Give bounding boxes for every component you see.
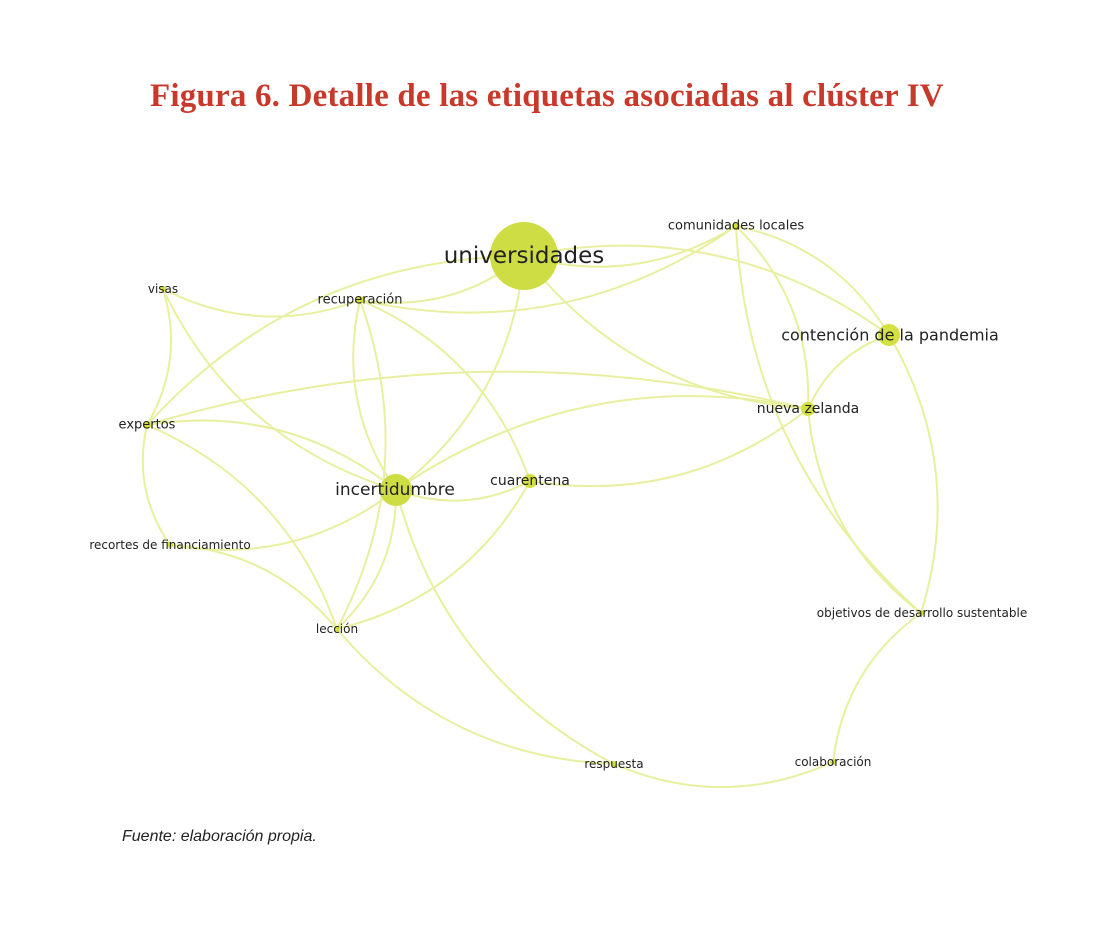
edge-nueva-zelanda-objetivos (807, 408, 922, 614)
source-note: Fuente: elaboración propia. (122, 828, 317, 845)
edge-cuarentena-nueva-zelanda (529, 408, 809, 488)
node-label-cuarentena: cuarentena (490, 473, 570, 489)
node-objetivos (918, 610, 924, 616)
node-incertidumbre (380, 474, 412, 506)
node-recuperacion (356, 296, 364, 304)
edge-expertos-leccion (146, 424, 338, 630)
edge-visas-incertidumbre (162, 288, 397, 491)
edge-nueva-zelanda-contencion (807, 334, 890, 410)
node-label-leccion: lección (316, 622, 358, 636)
network-nodes (143, 222, 924, 767)
edge-recuperacion-incertidumbre (352, 299, 397, 491)
node-label-objetivos: objetivos de desarrollo sustentable (817, 606, 1027, 620)
node-label-comunidades-locales: comunidades locales (668, 219, 805, 234)
edge-incertidumbre-nueva-zelanda (395, 395, 809, 491)
edge-recortes-leccion (169, 544, 338, 630)
edge-expertos-recortes (141, 424, 171, 546)
node-label-respuesta: respuesta (584, 757, 643, 771)
node-comunidades-locales (732, 222, 740, 230)
node-contencion (878, 324, 900, 346)
edge-recuperacion-leccion (336, 299, 387, 630)
edge-incertidumbre-respuesta (395, 489, 615, 765)
node-nueva-zelanda (801, 402, 815, 416)
network-edges (141, 225, 939, 789)
edge-universidades-nueva-zelanda (523, 255, 809, 410)
edge-comunidades-locales-objetivos (735, 225, 922, 614)
node-label-contencion: contención de la pandemia (781, 326, 999, 345)
edge-nueva-zelanda-comunidades-locales (735, 225, 810, 410)
edge-comunidades-locales-contencion (735, 225, 890, 336)
node-label-incertidumbre: incertidumbre (335, 480, 455, 500)
edge-visas-recuperacion (162, 288, 361, 318)
edge-visas-expertos (146, 288, 173, 426)
node-label-nueva-zelanda: nueva zelanda (757, 401, 859, 417)
edge-recuperacion-comunidades-locales (359, 225, 737, 314)
edge-leccion-respuesta (336, 628, 615, 765)
node-universidades (490, 222, 558, 290)
node-label-universidades: universidades (444, 243, 605, 269)
node-label-expertos: expertos (119, 418, 176, 433)
node-label-colaboracion: colaboración (795, 755, 872, 769)
node-visas (160, 286, 166, 292)
node-label-recuperacion: recuperación (318, 293, 403, 308)
edge-universidades-incertidumbre (395, 255, 525, 491)
edge-universidades-contencion (523, 244, 890, 336)
edge-incertidumbre-leccion (336, 489, 398, 630)
network-labels: universidades comunidades locales visas rec… (89, 219, 1027, 772)
figure-title: Figura 6. Detalle de las etiquetas asoci… (150, 78, 944, 114)
node-recortes (167, 542, 173, 548)
edge-expertos-incertidumbre (146, 419, 397, 491)
node-expertos (143, 421, 151, 429)
edge-universidades-expertos (146, 255, 525, 426)
node-label-visas: visas (148, 282, 178, 296)
edge-expertos-nueva-zelanda (146, 370, 809, 426)
edge-colaboracion-respuesta (613, 761, 834, 789)
node-leccion (334, 626, 340, 632)
edge-cuarentena-leccion (336, 480, 531, 630)
edge-objetivos-colaboracion (832, 612, 922, 763)
node-respuesta (611, 761, 617, 767)
node-cuarentena (523, 474, 537, 488)
node-colaboracion (830, 759, 836, 765)
edge-contencion-objetivos (888, 334, 939, 614)
node-label-recortes: recortes de financiamiento (89, 538, 250, 552)
